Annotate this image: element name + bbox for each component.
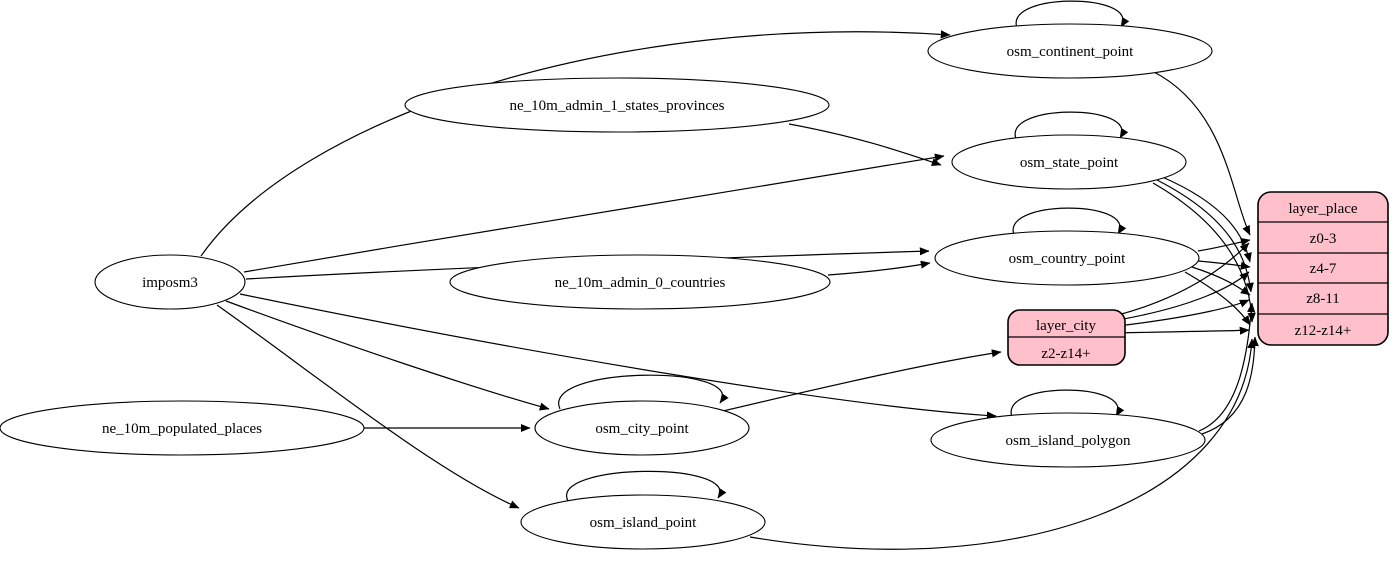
node-imposm3: imposm3: [94, 254, 246, 310]
city-label: osm_city_point: [595, 421, 689, 437]
continent-label: osm_continent_point: [1007, 44, 1134, 60]
layer-place-row-z12-z14: z12-z14+: [1295, 323, 1352, 339]
node-layer-place: layer_place z0-3 z4-7 z8-11 z12-z14+: [1257, 191, 1389, 346]
layer-city-row-z2-z14: z2-z14+: [1041, 346, 1090, 362]
node-ne-10m-admin-0-countries: ne_10m_admin_0_countries: [449, 254, 831, 310]
continent-ellipse: [927, 23, 1213, 79]
ne1-ellipse: [404, 77, 830, 133]
self-loop-city: [558, 374, 729, 410]
node-osm-country-point: osm_country_point: [934, 230, 1200, 286]
node-osm-city-point: osm_city_point: [534, 400, 750, 456]
edge-country-z0-3: [1197, 237, 1251, 252]
layer-place-row-z0-3: z0-3: [1310, 231, 1337, 247]
island-polygon-label: osm_island_polygon: [1005, 433, 1131, 449]
edge-islandpolygon-z12: [1201, 336, 1259, 435]
edge-continent-z0-3: [1151, 70, 1251, 236]
node-ne-10m-populated-places: ne_10m_populated_places: [0, 400, 365, 456]
edge-ne0-country: [827, 260, 931, 276]
edge-imposm3-island-polygon: [239, 293, 997, 420]
node-osm-state-point: osm_state_point: [951, 134, 1187, 190]
node-osm-island-polygon: osm_island_polygon: [930, 412, 1206, 468]
state-ellipse: [951, 134, 1187, 190]
ne0-ellipse: [449, 254, 831, 310]
island-point-label: osm_island_point: [590, 515, 698, 531]
country-ellipse: [934, 230, 1200, 286]
edge-country-z8-11: [1191, 266, 1251, 296]
node-osm-continent-point: osm_continent_point: [927, 23, 1213, 79]
self-loop-continent: [1015, 0, 1130, 31]
edge-layercity-z12: [1117, 326, 1250, 335]
nepop-label: ne_10m_populated_places: [102, 421, 262, 437]
ne1-label: ne_10m_admin_1_states_provinces: [510, 98, 725, 114]
edge-country-z12: [1184, 271, 1251, 326]
edge-imposm3-city: [225, 300, 550, 411]
edges: [200, 0, 1259, 550]
edge-imposm3-state: [243, 153, 945, 273]
nepop-ellipse: [0, 400, 365, 456]
node-osm-island-point: osm_island_point: [520, 494, 766, 550]
edge-imposm3-continent: [200, 30, 951, 257]
edge-layercity-z8-11: [1117, 299, 1250, 327]
imposm3-ellipse: [94, 254, 246, 310]
node-ne-10m-admin-1-states-provinces: ne_10m_admin_1_states_provinces: [404, 77, 830, 133]
self-loop-island-point: [566, 470, 727, 502]
self-loop-state: [1014, 111, 1129, 142]
layer-place-box: [1257, 191, 1389, 346]
ne0-label: ne_10m_admin_0_countries: [555, 275, 726, 291]
layer-place-title: layer_place: [1288, 201, 1357, 217]
edge-country-z4-7: [1197, 260, 1251, 270]
country-label: osm_country_point: [1009, 251, 1126, 267]
state-label: osm_state_point: [1020, 155, 1119, 171]
self-loop-country: [1012, 207, 1127, 238]
edge-state-z4-7: [1159, 175, 1252, 263]
edge-islandpoint-z12: [749, 338, 1256, 550]
self-loop-island-polygon: [1010, 389, 1125, 420]
edge-islandpolygon-z8-11: [1198, 302, 1256, 432]
edge-city-layer-city: [722, 349, 1002, 412]
layer-place-row-z4-7: z4-7: [1310, 261, 1337, 277]
edge-layercity-z0-3: [1117, 242, 1250, 316]
island-polygon-ellipse: [930, 412, 1206, 468]
edge-layercity-z4-7: [1117, 271, 1250, 321]
layer-city-title: layer_city: [1036, 318, 1096, 334]
imposm3-label: imposm3: [142, 275, 198, 291]
edge-imposm3-island-point: [216, 304, 520, 509]
city-ellipse: [534, 400, 750, 456]
edge-ne1-state: [788, 123, 942, 166]
node-layer-city: layer_city z2-z14+: [1007, 309, 1126, 366]
island-point-ellipse: [520, 494, 766, 550]
layer-place-row-z8-11: z8-11: [1306, 291, 1340, 307]
